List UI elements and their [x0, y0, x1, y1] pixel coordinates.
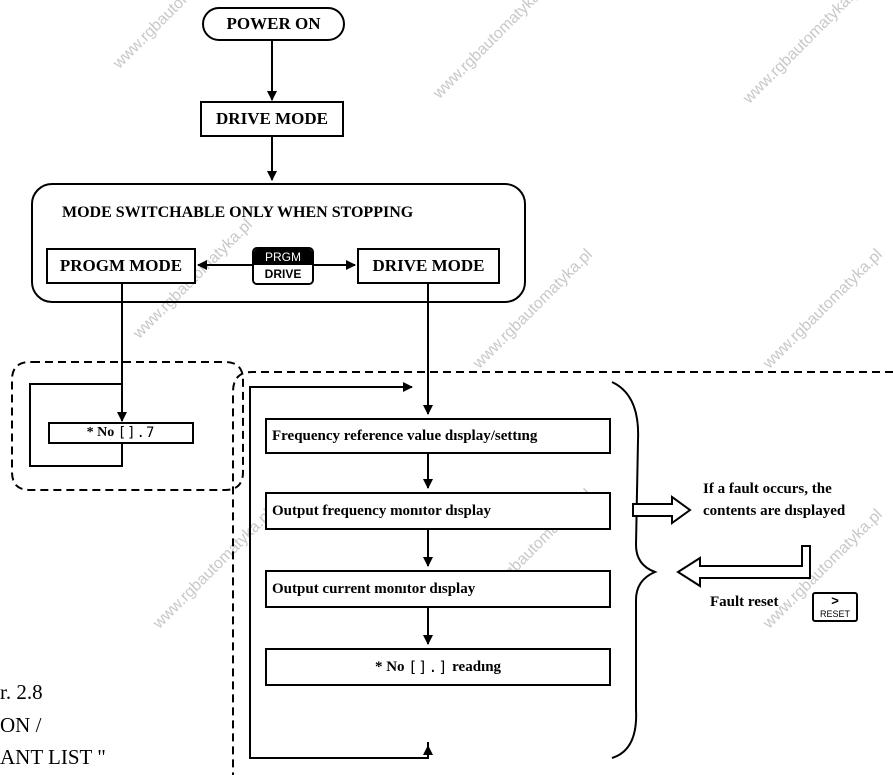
drive-mode-top-box: DRIVE MODE: [200, 101, 344, 137]
reading-code: [].]: [408, 658, 449, 676]
progm-item-prefix: * No: [86, 425, 115, 440]
fault-occurs-note: If a fault occurs, the contents are dısp…: [703, 481, 846, 519]
reading-suffix: readıng: [452, 658, 502, 675]
drive-region-outline: [232, 371, 893, 775]
prgm-key-bottom: DRIVE: [254, 265, 312, 283]
prgm-drive-key-icon: PRGM DRIVE: [252, 247, 314, 285]
output-current-label: Output current monıtor dısplay: [272, 580, 476, 597]
output-current-box: Output current monıtor dısplay: [265, 570, 611, 608]
progm-constant-item: * No [].7: [48, 422, 194, 444]
reset-key-icon: > RESET: [812, 592, 858, 622]
power-on-label: POWER ON: [226, 14, 321, 33]
mode-switch-note: MODE SWITCHABLE ONLY WHEN STOPPING: [62, 204, 414, 221]
constant-reading-box: * No [].] readıng: [265, 648, 611, 686]
progm-item-code: [].7: [117, 425, 156, 441]
progm-mode-label: PROGM MODE: [59, 256, 183, 275]
drive-mode-right-box: DRIVE MODE: [357, 248, 500, 284]
freq-reference-label: Frequency reference value dısplay/settın…: [272, 427, 538, 444]
sequence-brace: [611, 381, 658, 759]
freq-reference-box: Frequency reference value dısplay/settın…: [265, 418, 611, 454]
prgm-key-top: PRGM: [254, 249, 312, 265]
drive-mode-right-label: DRIVE MODE: [372, 256, 485, 275]
output-frequency-label: Output frequency monıtor dısplay: [272, 502, 492, 519]
progm-mode-box: PROGM MODE: [46, 248, 196, 284]
drive-mode-top-label: DRIVE MODE: [216, 109, 328, 128]
partial-text-line-3: ANT LIST ": [0, 745, 106, 769]
partial-text-line-2: ON /: [0, 713, 42, 737]
power-on-terminal: POWER ON: [202, 7, 345, 41]
mode-switch-container: [31, 183, 526, 303]
fault-reset-label: Fault reset: [710, 594, 779, 610]
reset-key-top: >: [831, 593, 839, 608]
progm-loop-line: [29, 383, 123, 467]
reading-prefix: * No: [374, 658, 405, 675]
partial-text-line-1: r. 2.8: [0, 680, 43, 704]
reset-key-bottom: RESET: [819, 609, 850, 619]
output-frequency-box: Output frequency monıtor dısplay: [265, 492, 611, 530]
progm-region-outline: [11, 361, 244, 491]
fault-occurs-arrow: [632, 495, 692, 525]
fault-reset-arrow: [676, 545, 811, 588]
